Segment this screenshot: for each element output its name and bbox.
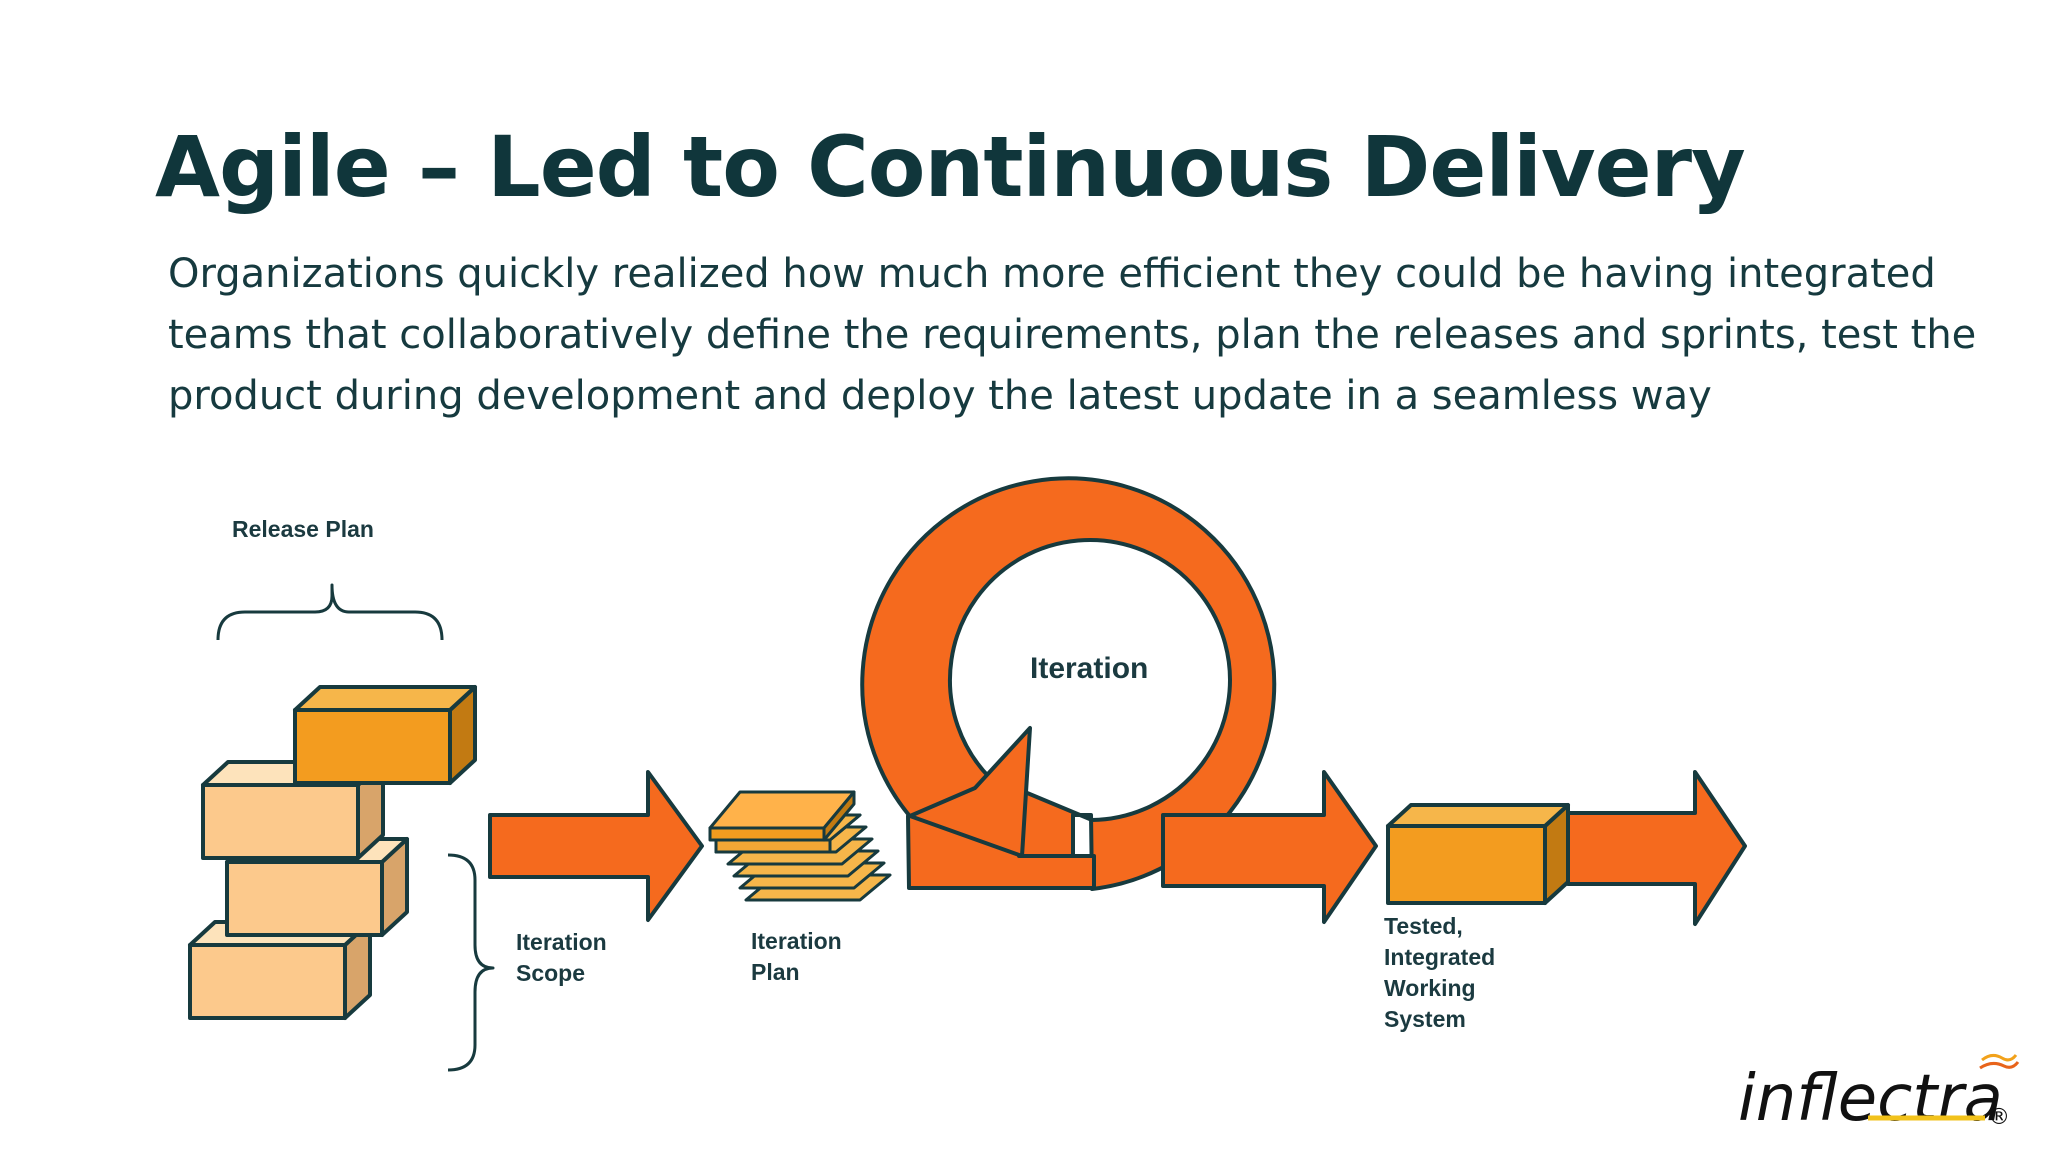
- arrow-to-output: [1161, 770, 1378, 924]
- inflectra-logo: inflectra ®: [1738, 1053, 2020, 1136]
- output-label-line-3: Working: [1384, 975, 1476, 1001]
- arrow-to-iteration-plan: [488, 770, 704, 922]
- iteration-plan-sheets: [708, 790, 892, 902]
- subtitle-line-1: Organizations quickly realized how much …: [168, 251, 1936, 297]
- release-plan-boxes: [188, 685, 477, 1020]
- iteration-loop-arrowhead-tip: [908, 726, 1032, 858]
- iteration-plan-label-line-2: Plan: [751, 959, 800, 985]
- subtitle-line-2: teams that collaboratively define the re…: [168, 312, 1977, 358]
- final-arrow: [1566, 770, 1747, 926]
- iteration-plan-label-line-1: Iteration: [751, 928, 842, 954]
- iteration-scope-label-line-1: Iteration: [516, 929, 607, 955]
- registered-mark: ®: [1988, 1105, 2010, 1130]
- slide-subtitle: Organizations quickly realized how much …: [168, 244, 1977, 427]
- iteration-label: Iteration: [1030, 652, 1148, 685]
- iteration-loop-arrow: [860, 476, 1277, 891]
- subtitle-line-3: product during development and deploy th…: [168, 373, 1712, 419]
- release-plan-label: Release Plan: [232, 516, 374, 542]
- logo-wordmark: inflectra: [1738, 1062, 2003, 1136]
- working-system-box: [1386, 803, 1570, 905]
- iteration-scope-label-line-2: Scope: [516, 960, 585, 986]
- slide-title: Agile – Led to Continuous Delivery: [155, 118, 1746, 216]
- logo-flame-icon: [1981, 1053, 2018, 1062]
- output-label-line-4: System: [1384, 1006, 1466, 1032]
- iteration-scope-brace: [447, 853, 495, 1072]
- output-label-line-1: Tested,: [1384, 913, 1463, 939]
- release-plan-brace: [216, 583, 444, 641]
- output-label-line-2: Integrated: [1384, 944, 1495, 970]
